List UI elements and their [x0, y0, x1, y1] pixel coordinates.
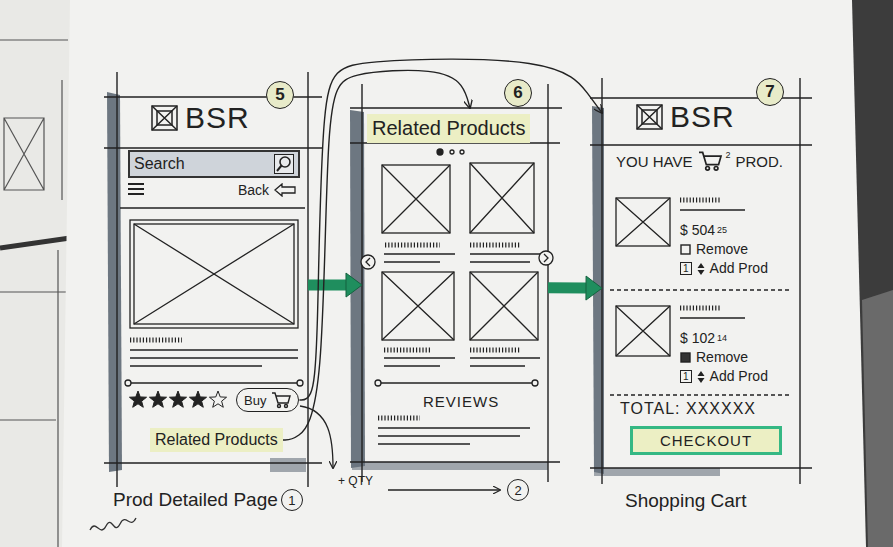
back-link: Back — [238, 182, 296, 198]
arrow-head — [346, 273, 362, 297]
text-row: CHECKOUT — [641, 432, 771, 449]
total-line: TOTAL: XXXXXX — [620, 400, 756, 418]
logo-icon — [635, 102, 665, 132]
node-text: Related Products — [372, 117, 525, 140]
note-label: + QTY — [338, 474, 373, 488]
node-text: Buy — [244, 393, 266, 408]
logo-header: BSR — [150, 103, 250, 133]
section-heading: Related Products — [367, 114, 530, 143]
updown-icon — [697, 262, 705, 276]
callout-number: 5 — [266, 81, 294, 109]
link-box: Related Products — [150, 428, 283, 452]
node-text: Related Products — [155, 431, 278, 449]
box-icon — [680, 244, 691, 255]
node-text: PROD. — [735, 153, 783, 170]
text-row: Search — [134, 154, 294, 174]
node-text: Remove — [696, 241, 748, 258]
checkout-button: CHECKOUT — [630, 426, 782, 455]
callout-number: 7 — [756, 78, 784, 106]
search-icon — [274, 154, 294, 174]
text-row: BSR — [635, 102, 735, 132]
cart-item: $ 50425Remove 1 Add Prod — [680, 222, 768, 277]
text-row: YOU HAVE 2 PROD. — [616, 150, 783, 172]
arrow-head — [586, 276, 602, 300]
arrow-line — [299, 59, 602, 400]
node-text: Search — [134, 155, 185, 173]
link-arrow — [299, 59, 602, 400]
text-row: TOTAL: XXXXXX — [620, 400, 756, 418]
text-row: Remove — [680, 349, 768, 366]
quantity-box: 1 — [680, 370, 692, 383]
node-text: BSR — [185, 103, 250, 133]
back-icon — [274, 183, 296, 197]
node-text: REVIEWS — [423, 393, 499, 410]
text-row: Related Products — [372, 117, 525, 140]
screen-caption: Shopping Cart — [625, 490, 746, 512]
node-text: 2 — [725, 150, 730, 160]
text-row: $ 10214 — [680, 330, 768, 347]
cart-count: YOU HAVE 2 PROD. — [616, 150, 783, 172]
node-text: Remove — [696, 349, 748, 366]
callout-number: 6 — [504, 79, 532, 107]
updown-icon — [697, 370, 705, 384]
screen-frame: 5Prod Detailed PageBSRSearchBackBuyRelat… — [117, 97, 308, 463]
text-row: Buy — [244, 391, 291, 409]
text-row: $ 50425 — [680, 222, 768, 239]
logo-icon — [150, 103, 180, 133]
node-text: Back — [238, 182, 269, 198]
cart2-icon — [697, 150, 723, 172]
text-row: 1 Add Prod — [680, 368, 768, 385]
text-row: Back — [238, 182, 296, 198]
callout-number: 1 — [281, 489, 303, 511]
screen-frame: 6Related ProductsREVIEWS — [362, 108, 548, 462]
node-text: CHECKOUT — [660, 432, 752, 449]
node-text: TOTAL: XXXXXX — [620, 400, 756, 418]
cart-icon — [271, 391, 291, 409]
arrow-shaft — [308, 280, 346, 291]
node-text: 25 — [717, 222, 727, 239]
text-row: Remove — [680, 241, 768, 258]
node-text: YOU HAVE — [616, 153, 692, 170]
node-text: Add Prod — [710, 260, 768, 277]
node-text: $ 504 — [680, 222, 715, 239]
text-row: BSR — [150, 103, 250, 133]
boxfill-icon — [680, 352, 691, 363]
cart-item: $ 10214Remove 1 Add Prod — [680, 330, 768, 385]
section-title: REVIEWS — [423, 393, 499, 410]
arrow-shaft — [548, 282, 586, 293]
screen-frame: 7Shopping CartBSRYOU HAVE2PROD.$ 50425Re… — [602, 98, 800, 468]
flow-arrow — [548, 276, 602, 300]
callout-number: 2 — [507, 479, 529, 501]
buy-button: Buy — [236, 388, 299, 412]
flow-arrow — [308, 273, 362, 297]
text-row: Related Products — [155, 431, 278, 449]
node-text: BSR — [670, 102, 735, 132]
text-row: 1 Add Prod — [680, 260, 768, 277]
screen-caption: Prod Detailed Page — [113, 489, 278, 511]
text-row: REVIEWS — [423, 393, 499, 410]
node-text: Add Prod — [710, 368, 768, 385]
logo-header: BSR — [635, 102, 735, 132]
quantity-box: 1 — [680, 262, 692, 275]
node-text: $ 102 — [680, 330, 715, 347]
node-text: 14 — [717, 330, 727, 347]
search-box: Search — [128, 150, 300, 178]
